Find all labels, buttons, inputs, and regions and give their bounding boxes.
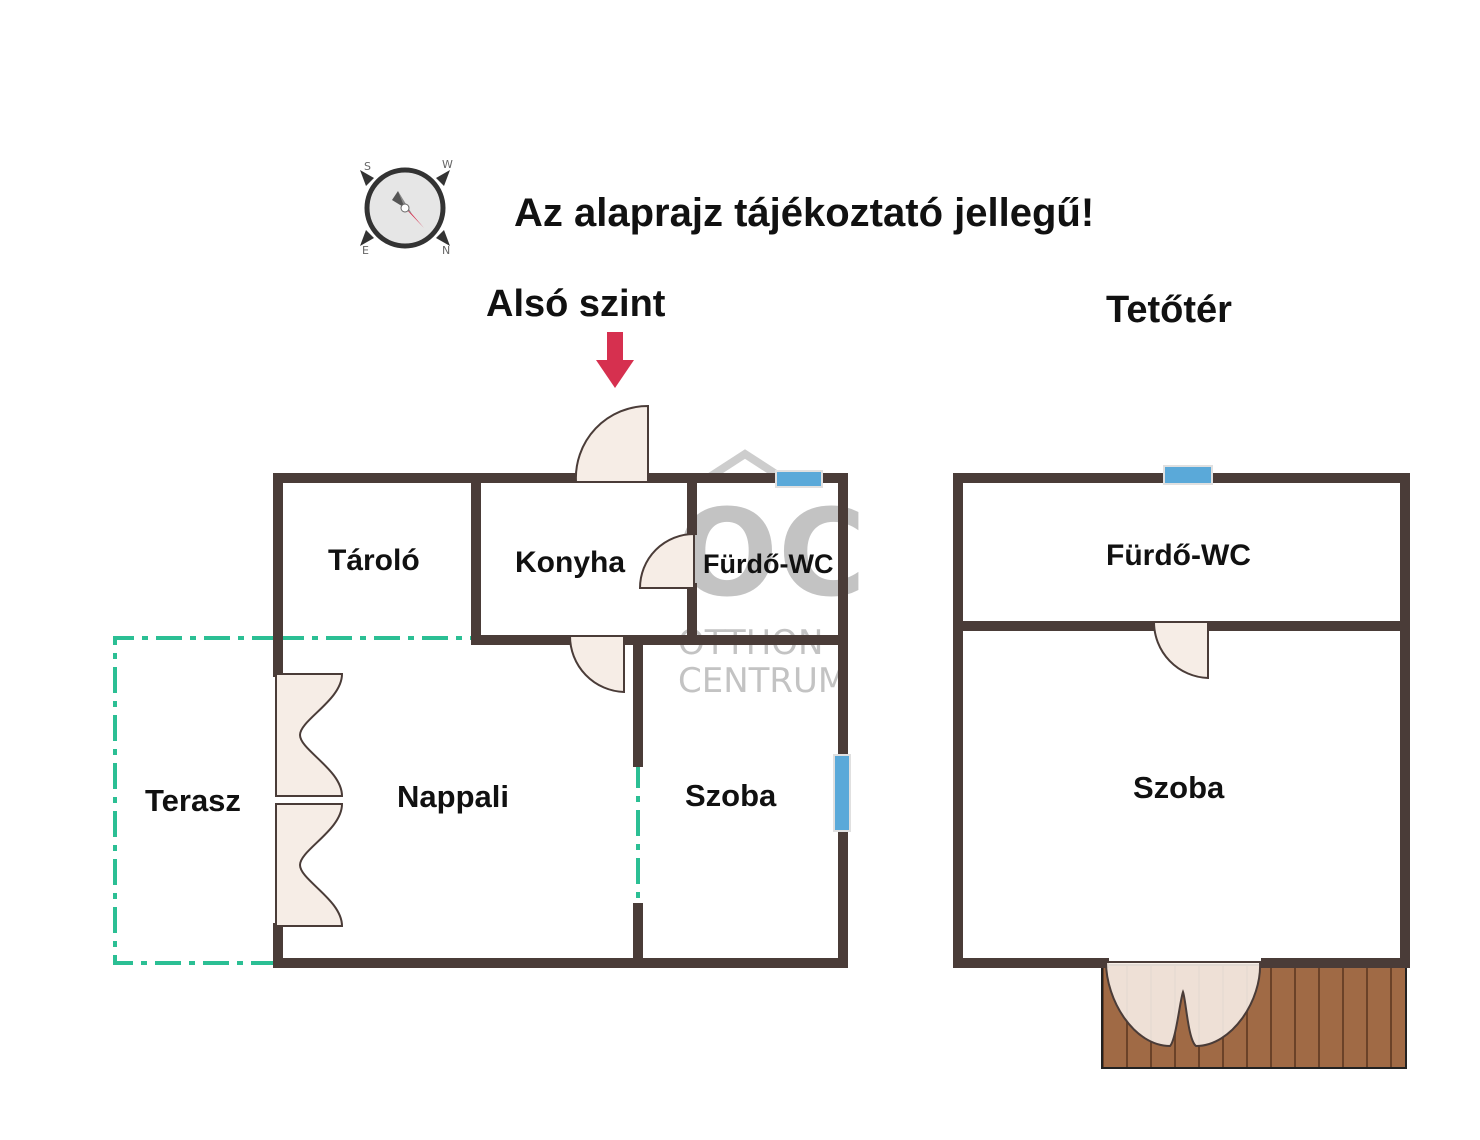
lower-walls [273,473,848,968]
compass-letter-n: N [442,244,450,257]
attic-walls [953,473,1410,968]
living-kitchen-door [568,635,625,694]
entrance-door [574,404,649,483]
room-label-taroló: Tároló [328,544,420,577]
lower-floor-title: Alsó szint [486,283,666,325]
room-label-furdo-lower: Fürdő-WC [703,549,833,579]
attic-window-top [1163,465,1213,485]
room-label-nappali: Nappali [397,779,509,814]
attic-bath-door [1152,621,1209,680]
room-label-szoba-attic: Szoba [1133,770,1225,805]
room-label-furdo-attic: Fürdő-WC [1106,539,1251,572]
terrace-double-door-bottom [275,803,344,927]
kitchen-bath-door [638,532,695,589]
terrace-outline [113,636,278,965]
watermark-oc: OC [676,485,866,624]
plan-notice: Az alaprajz tájékoztató jellegű! [514,191,1094,235]
room-label-konyha: Konyha [515,546,625,579]
attic-plan: Fürdő-WC Szoba [953,465,1410,1069]
lower-window-top [775,470,823,488]
compass-letter-w: W [442,158,453,171]
terrace-double-door-top [275,673,344,797]
attic-title: Tetőtér [1106,289,1232,331]
room-label-szoba-lower: Szoba [685,778,777,813]
balcony-double-door [1104,961,1262,1048]
compass-letter-s: S [364,160,371,173]
watermark-line2: CENTRUM [678,661,847,701]
room-label-terasz: Terasz [145,783,241,818]
compass-icon: S W E N [360,158,453,257]
entrance-arrow-icon [596,332,634,388]
compass-letter-e: E [362,244,369,257]
lower-window-right [833,754,851,832]
lower-floor-plan: Tároló Konyha Fürdő-WC Nappali Szoba Ter… [113,404,851,968]
